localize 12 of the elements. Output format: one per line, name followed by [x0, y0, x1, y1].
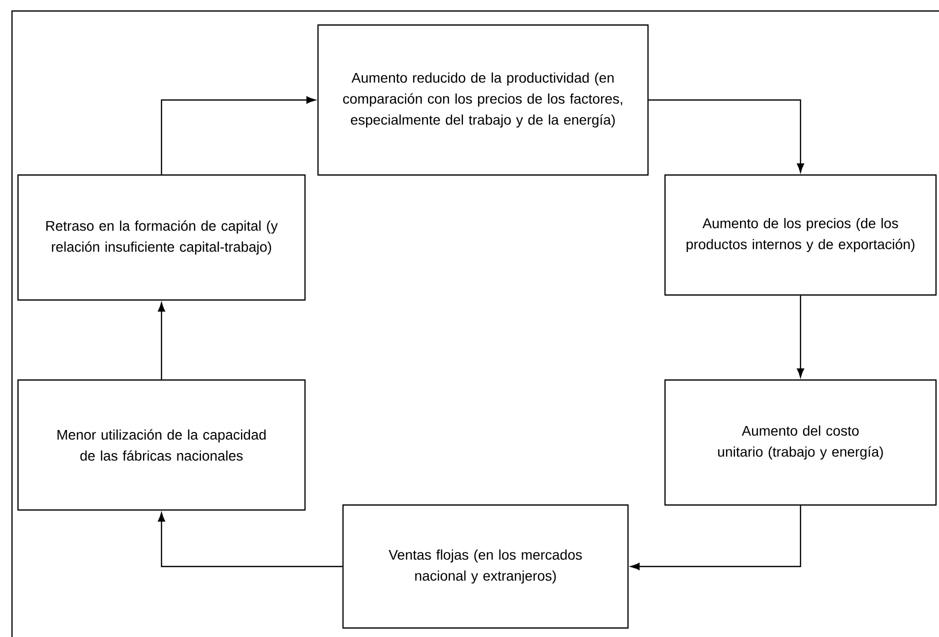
arrow	[648, 99, 804, 172]
process-box: Aumento del costo unitario (trabajo y energía)	[664, 379, 937, 506]
process-box: Retraso en la formación de capital (y relación insuficiente capital-trabajo)	[17, 174, 306, 301]
process-box: Menor utilización de la capacidad de las fábricas nacionales	[17, 379, 306, 511]
process-box: Aumento de los precios (de los productos internos y de exportación)	[664, 174, 937, 296]
arrow	[160, 96, 316, 174]
arrow	[796, 296, 804, 378]
process-box: Aumento reducido de la productividad (en comparación con los precios de los factores, especialmente del trabajo y de la energía)	[317, 24, 649, 176]
arrow	[158, 302, 166, 380]
arrow	[158, 512, 342, 568]
process-box: Ventas flojas (en los mercados nacional y extranjeros)	[342, 504, 629, 629]
arrow	[630, 506, 802, 570]
